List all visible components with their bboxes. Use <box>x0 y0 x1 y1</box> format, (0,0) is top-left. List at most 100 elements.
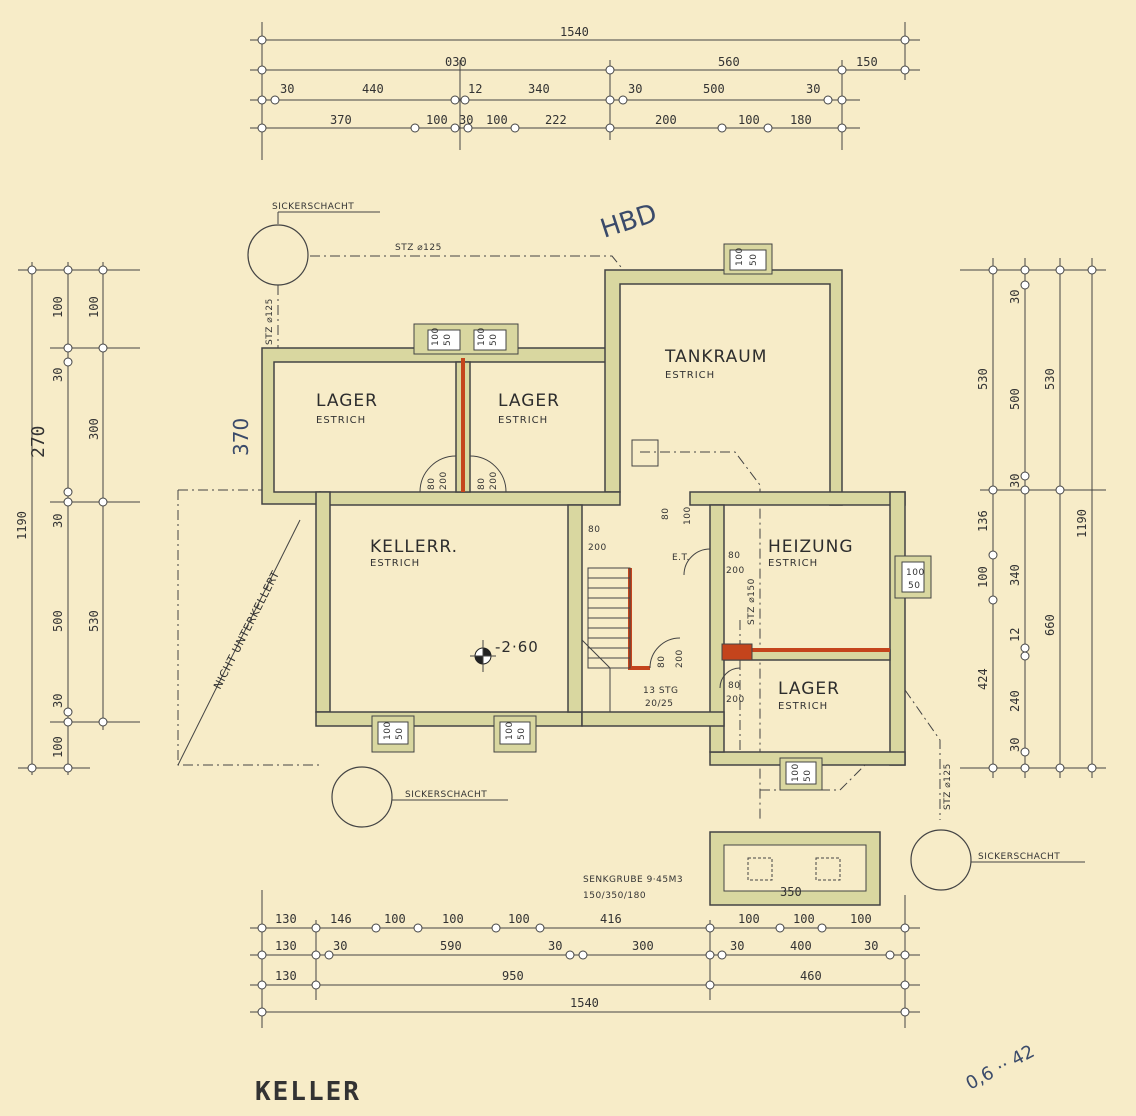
dim-top-r4-d: 100 <box>486 113 508 127</box>
window-dim-50-e: 50 <box>517 728 527 740</box>
dim-bot-r3-a: 130 <box>275 969 297 983</box>
door-200-e: 200 <box>726 566 745 576</box>
dim-bot-r3-c: 460 <box>800 969 822 983</box>
dim-bot-r2-a: 130 <box>275 939 297 953</box>
window-wells <box>371 243 932 791</box>
handwritten-corner: 0,6 ·· 42 <box>962 1041 1038 1094</box>
window-dim-100-b: 100 <box>477 327 487 346</box>
dim-right-c1-b: 136 <box>976 510 990 532</box>
dim-right-c1-f: 240 <box>1008 690 1022 712</box>
dim-left-c2-d: 500 <box>51 610 65 632</box>
dim-top-r3-g: 30 <box>806 82 820 96</box>
tank-fill-box <box>631 439 659 467</box>
sickerschacht-top: SICKERSCHACHT <box>247 202 380 286</box>
top-dimension-chains: 1540 030 560 150 30 440 12 340 30 500 30… <box>250 22 920 160</box>
dim-left-c2-e: 530 <box>87 610 101 632</box>
door-200-d: 200 <box>588 543 607 553</box>
dim-bot-r2-g: 400 <box>790 939 812 953</box>
dim-top-r3-b: 440 <box>362 82 384 96</box>
dim-top-r4-g: 100 <box>738 113 760 127</box>
left-dimension-chains: 100 30 270 30 1190 30 100 100 300 30 500… <box>15 262 253 775</box>
dim-right-c3-b: 1190 <box>1075 509 1089 538</box>
dim-top-r4-h: 180 <box>790 113 812 127</box>
room-lager-1-floor: ESTRICH <box>316 415 366 426</box>
window-dim-50-f: 50 <box>908 581 920 591</box>
dim-bot-r1-f: 416 <box>600 912 622 926</box>
handwritten-370: 370 <box>229 418 253 456</box>
room-lager-1-name: LAGER <box>316 391 378 411</box>
dim-top-r4-a: 370 <box>330 113 352 127</box>
window-dim-100-e: 100 <box>505 721 515 740</box>
dim-bot-r1-b: 146 <box>330 912 352 926</box>
handwritten-hbd: HBD <box>597 198 661 244</box>
door-200-a: 200 <box>439 471 449 490</box>
door-80-b: 80 <box>477 478 487 490</box>
right-dimension-chains: 530 136 100 424 12 240 30 30 500 30 340 … <box>960 258 1106 778</box>
dim-bot-r2-d: 30 <box>548 939 562 953</box>
room-heizung-name: HEIZUNG <box>768 537 854 557</box>
senkgrube-dims: 150/350/180 <box>583 891 646 901</box>
dim-left-c1-e: 1190 <box>15 511 29 540</box>
dim-bot-r1-h: 100 <box>793 912 815 926</box>
dim-right-c2-c: 30 <box>1008 474 1022 488</box>
window-dim-100-f: 100 <box>906 568 925 578</box>
manhole-circle <box>910 829 972 891</box>
nicht-unterkellert-label: NICHT UNTERKELLERT <box>211 569 282 692</box>
dim-right-c2-b: 500 <box>1008 388 1022 410</box>
room-lager-2-floor: ESTRICH <box>498 415 548 426</box>
dim-top-r2-b: 560 <box>718 55 740 69</box>
dim-right-c1-c: 100 <box>976 566 990 588</box>
dim-bot-r1-d: 100 <box>442 912 464 926</box>
room-tankraum-floor: ESTRICH <box>665 370 715 381</box>
door-80-d: 80 <box>588 525 600 535</box>
dim-left-c1-d: 30 <box>51 514 65 528</box>
sickerschacht-label-top: SICKERSCHACHT <box>272 202 354 212</box>
dim-bot-r1-c: 100 <box>384 912 406 926</box>
room-lager-3-floor: ESTRICH <box>778 701 828 712</box>
dim-top-r3-e: 30 <box>628 82 642 96</box>
level-label: -2·60 <box>495 638 539 656</box>
window-dim-50-b: 50 <box>489 334 499 346</box>
dim-right-c3-a: 530 <box>1043 368 1057 390</box>
door-200-g: 200 <box>726 695 745 705</box>
window-dim-50-c: 50 <box>749 254 759 266</box>
dim-top-r4-c: 30 <box>459 113 473 127</box>
door-80-f: 80 <box>657 656 667 668</box>
stz-label-mid: STZ ⌀150 <box>747 578 757 625</box>
dim-right-c1-d: 424 <box>976 668 990 690</box>
door-80-c: 80 <box>661 508 671 520</box>
stz-label-left: STZ ⌀125 <box>265 298 275 345</box>
dim-right-c1-e: 12 <box>1008 628 1022 642</box>
dim-left-c1-a: 100 <box>51 296 65 318</box>
window-dim-100-d: 100 <box>383 721 393 740</box>
room-heizung-floor: ESTRICH <box>768 558 818 569</box>
dim-top-r3-f: 500 <box>703 82 725 96</box>
senkgrube-350: 350 <box>780 885 802 899</box>
dim-right-c1-a: 530 <box>976 368 990 390</box>
dim-bot-r4-a: 1540 <box>570 996 599 1010</box>
dim-top-r2-a: 030 <box>445 55 467 69</box>
window-dim-100-c: 100 <box>735 247 745 266</box>
sickerschacht-label-left: SICKERSCHACHT <box>405 790 487 800</box>
dim-left-c1-f: 30 <box>51 694 65 708</box>
window-dim-100-g: 100 <box>791 763 801 782</box>
stz-label-top: STZ ⌀125 <box>395 243 442 253</box>
dim-top-r3-d: 340 <box>528 82 550 96</box>
dim-left-c1-g: 100 <box>51 736 65 758</box>
doors <box>419 455 741 712</box>
dim-top-r2-c: 150 <box>856 55 878 69</box>
dim-right-c2-e: 660 <box>1043 614 1057 636</box>
dim-top-r4-f: 200 <box>655 113 677 127</box>
dim-right-c2-d: 340 <box>1008 564 1022 586</box>
stairs-ratio-label: 20/25 <box>645 699 673 709</box>
door-80-a: 80 <box>427 478 437 490</box>
sickerschacht-left: SICKERSCHACHT <box>331 766 508 828</box>
window-dim-100-a: 100 <box>431 327 441 346</box>
window-dim-50-g: 50 <box>803 770 813 782</box>
senkgrube-label: SENKGRUBE 9·45M3 <box>583 875 683 885</box>
dim-left-c1-c: 270 <box>28 425 49 458</box>
dim-bot-r1-a: 130 <box>275 912 297 926</box>
stz-label-right: STZ ⌀125 <box>943 763 953 810</box>
dim-top-r4-e: 222 <box>545 113 567 127</box>
